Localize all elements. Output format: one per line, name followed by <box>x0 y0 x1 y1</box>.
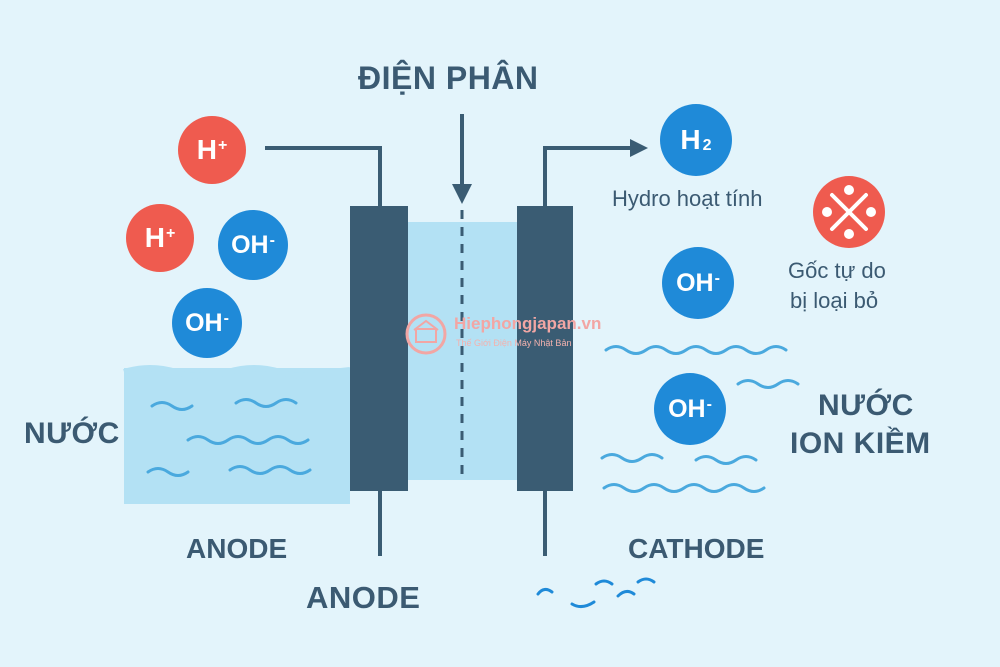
hydroxide-ion: OH- <box>654 373 726 445</box>
cathode-waves <box>600 345 800 493</box>
watermark-logo-icon <box>405 313 447 355</box>
anode-electrode <box>350 206 408 491</box>
hydroxide-ion: OH- <box>218 210 288 280</box>
h-plus-ion: H+ <box>178 116 246 184</box>
water-label: NƯỚC <box>24 417 120 450</box>
cathode-arrow-head <box>630 139 648 157</box>
hydrogen-label: Hydro hoạt tính <box>612 186 763 211</box>
anode-bottom-label: ANODE <box>306 580 421 615</box>
x-molecule-icon <box>813 176 885 248</box>
anode-wire <box>265 146 382 206</box>
radicals-label-line2: bị loại bỏ <box>790 288 879 313</box>
hydroxide-ion: OH- <box>662 247 734 319</box>
anode-side-label: ANODE <box>186 533 288 564</box>
alkaline-label-line2: ION KIỀM <box>790 427 931 460</box>
alkaline-label-line1: NƯỚC <box>818 389 914 422</box>
radicals-label-line1: Gốc tự do <box>788 258 886 283</box>
cathode-wire <box>543 146 632 206</box>
cathode-label: CATHODE <box>628 533 765 564</box>
anode-water-surface <box>123 365 351 379</box>
page-title: ĐIỆN PHÂN <box>358 60 539 96</box>
hydroxide-ion: OH- <box>172 288 242 358</box>
watermark-title: Hiephongjapan.vn <box>454 314 602 333</box>
anode-waves <box>146 398 312 477</box>
h-plus-ion: H+ <box>126 204 194 272</box>
cathode-electrode <box>517 206 573 491</box>
watermark-subtitle: Thế Giới Điện Máy Nhật Bản <box>456 338 572 348</box>
title-arrow-head <box>452 184 472 204</box>
bottom-waves <box>536 577 656 609</box>
